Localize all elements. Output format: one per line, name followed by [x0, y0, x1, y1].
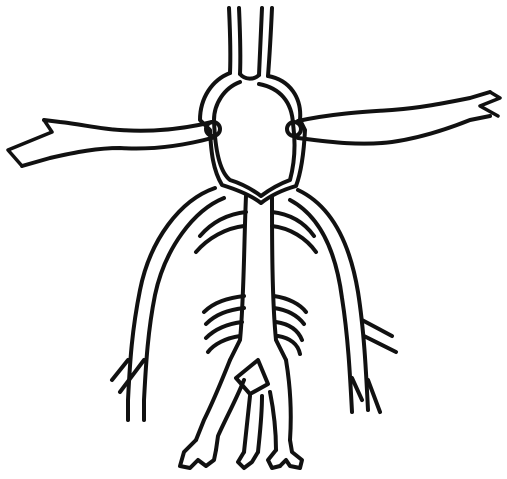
right-arch-branch: [362, 320, 396, 352]
right-vessel-upper: [298, 92, 490, 121]
foot-far-left: [180, 440, 216, 468]
left-vessel-lower: [22, 138, 212, 166]
bifurcation-left-inner: [216, 380, 244, 450]
terminal-ends: [180, 440, 302, 468]
top-vessel-left-outer: [229, 8, 230, 73]
left-arch-inner: [144, 198, 224, 420]
bifurcation-center-right: [258, 396, 262, 452]
top-vessel-join: [240, 74, 259, 79]
bifurcation-center-left: [244, 396, 250, 452]
bifurcation-right-outer: [286, 360, 291, 440]
bifurcation-left-outer: [196, 360, 230, 440]
left-arch-vessel: [112, 188, 224, 420]
bifurcation-right-inner: [270, 392, 276, 450]
foot-center: [238, 452, 258, 468]
right-horizontal-vessel: [287, 92, 500, 144]
left-horizontal-vessel: [8, 120, 220, 166]
central-ring: [200, 73, 305, 203]
top-vessel-right-outer: [268, 8, 272, 76]
top-vessel-right-inner: [259, 8, 262, 75]
top-vessel-pair: [229, 8, 272, 76]
left-vessel-upper: [44, 120, 212, 131]
lateral-branches: [196, 212, 316, 354]
right-arch-vessel: [290, 190, 396, 412]
left-arch-outer: [128, 188, 215, 420]
lower-bifurcation: [196, 360, 291, 452]
foot-far-right: [280, 440, 302, 468]
top-vessel-left-inner: [239, 8, 240, 74]
right-vessel-lower: [298, 116, 490, 144]
central-ring-inner: [214, 82, 294, 196]
right-arch-outer: [298, 190, 368, 410]
